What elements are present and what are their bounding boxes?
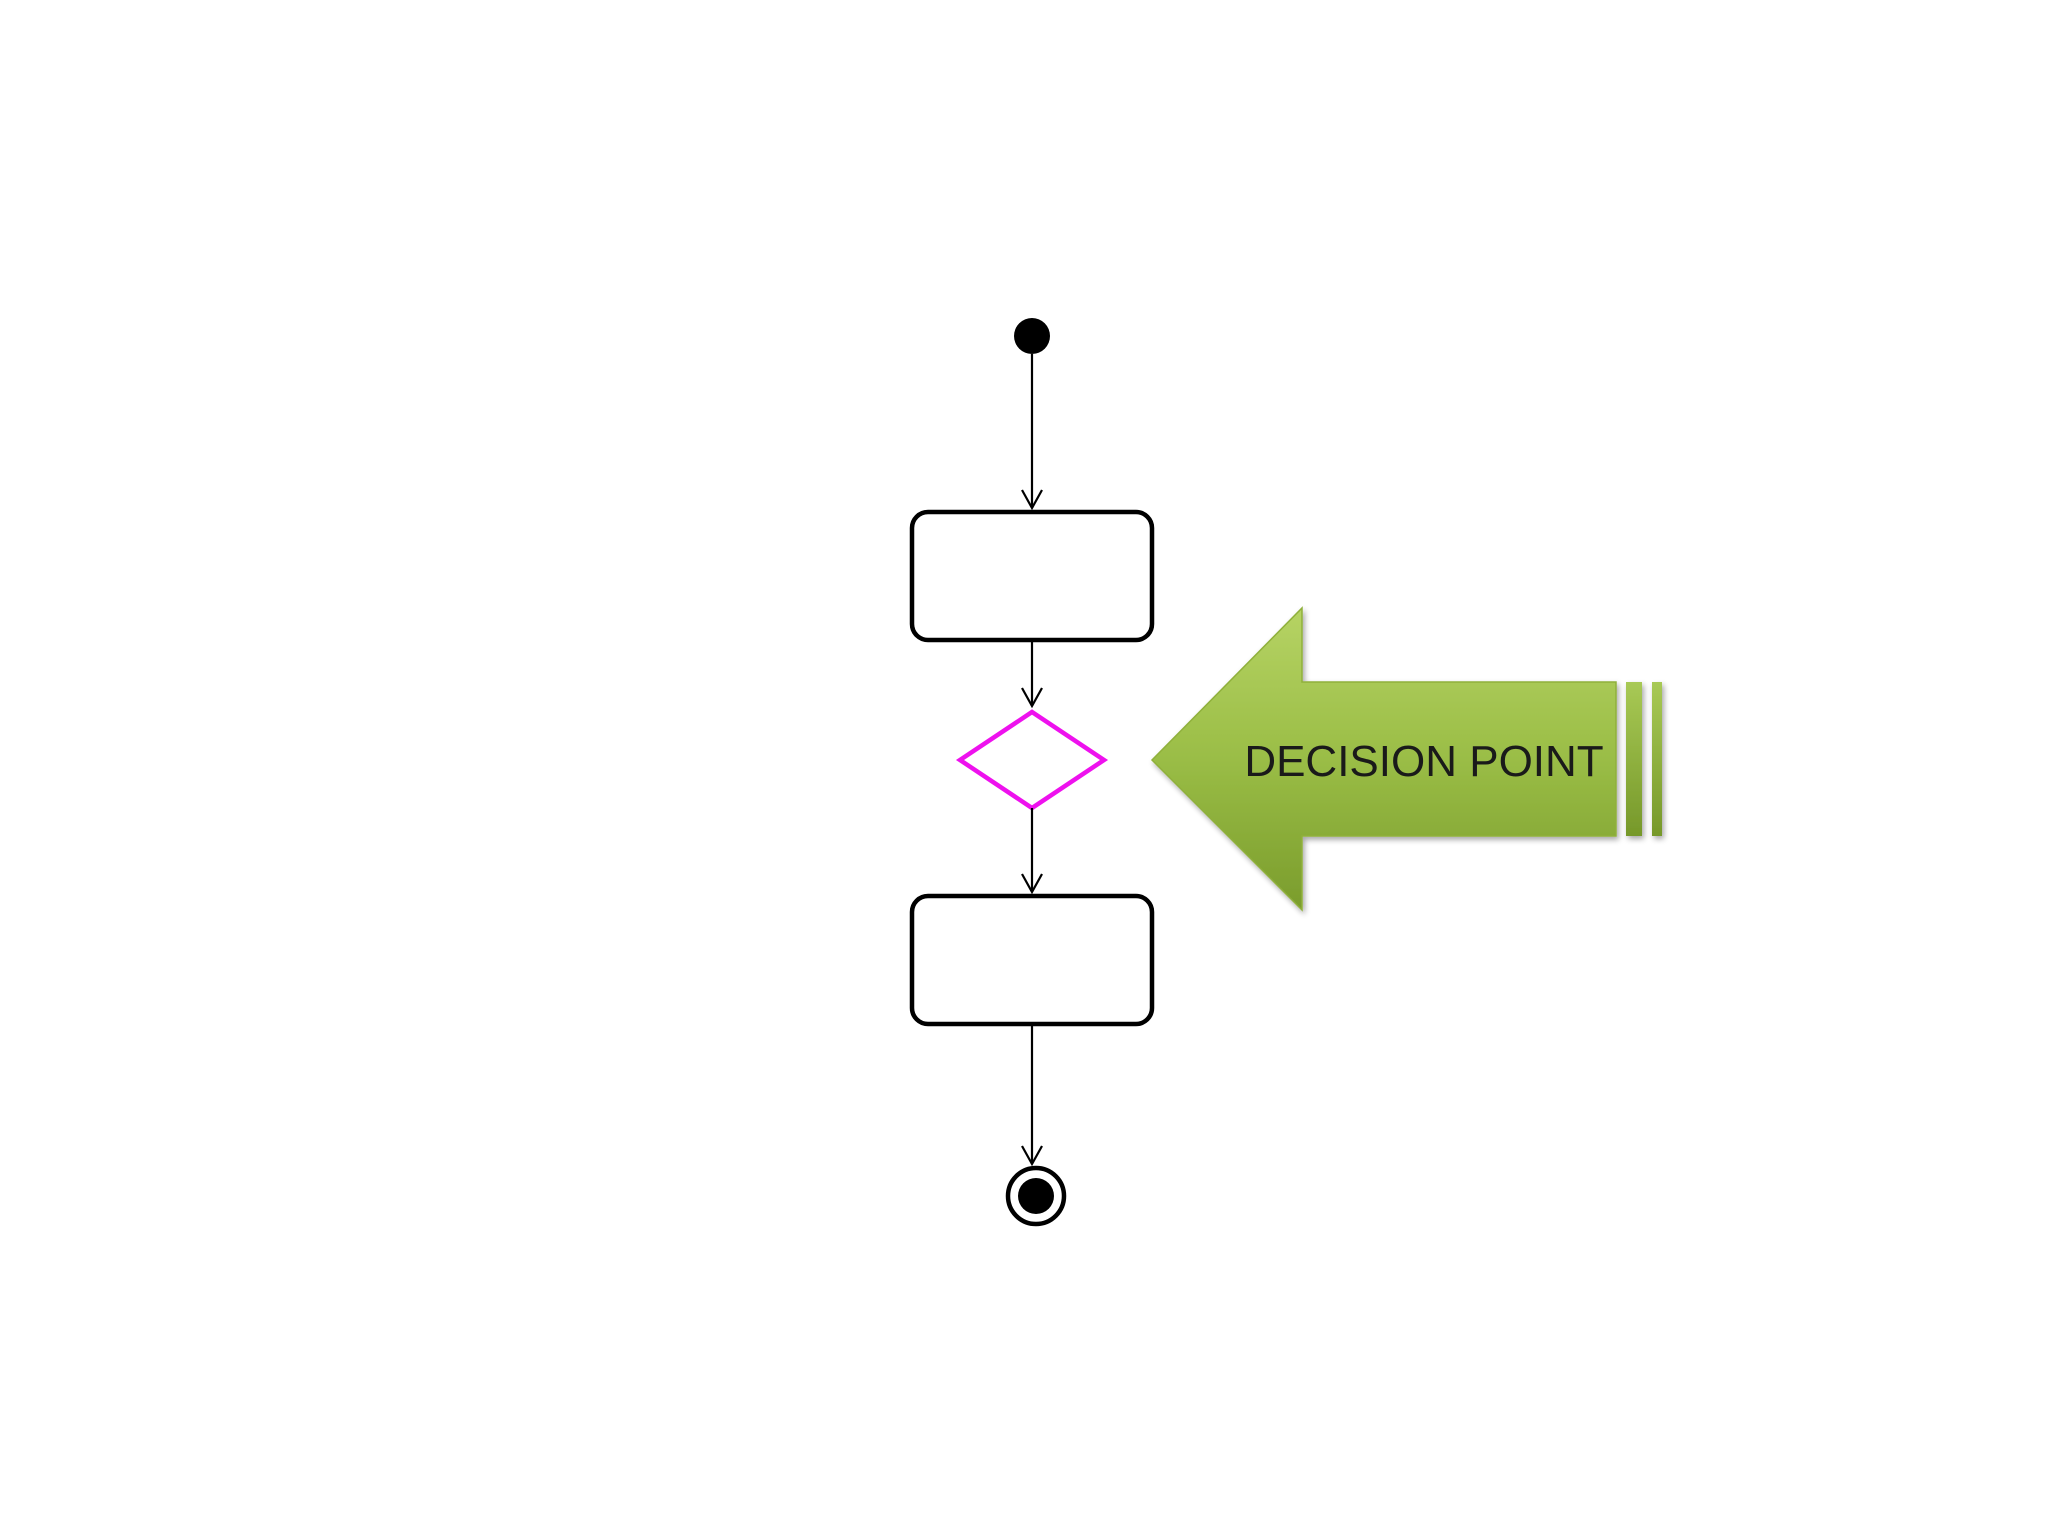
initial-node — [1014, 318, 1050, 354]
activity-node-1 — [909, 509, 1155, 643]
callout-tail-bar-1 — [1626, 682, 1642, 836]
decision-point-callout-arrow — [1150, 606, 1662, 912]
edge-start-to-activity-1 — [1021, 354, 1043, 511]
final-node — [1005, 1165, 1067, 1227]
decision-node — [955, 709, 1109, 811]
edge-activity-2-to-final — [1021, 1026, 1043, 1167]
edge-decision-to-activity-2 — [1021, 808, 1043, 895]
activity-node-2 — [909, 893, 1155, 1027]
edge-activity-1-to-decision — [1021, 642, 1043, 709]
callout-tail-bar-2 — [1652, 682, 1662, 836]
callout-text: DECISION POINT — [1244, 737, 1603, 786]
